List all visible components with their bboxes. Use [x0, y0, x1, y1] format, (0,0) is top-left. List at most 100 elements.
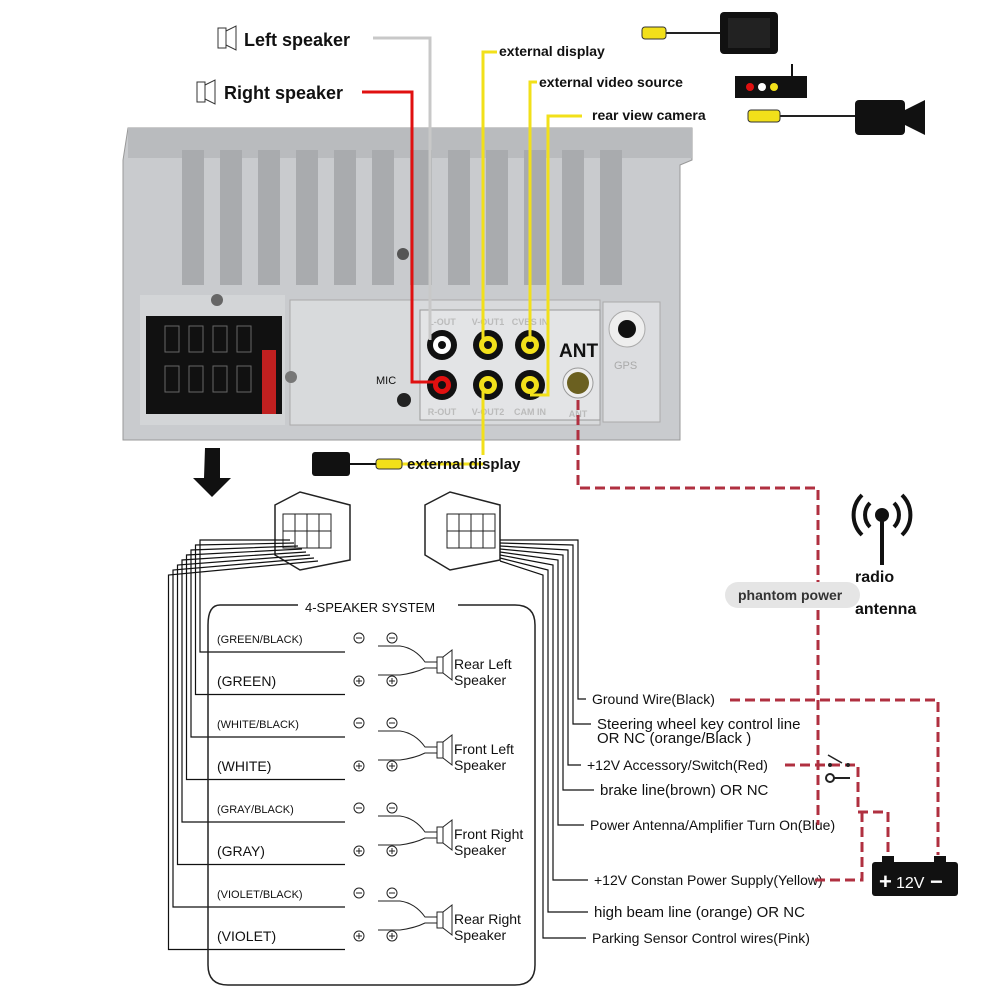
right-speaker-icon: [196, 79, 216, 105]
speaker-name: Speaker: [454, 757, 506, 773]
speaker-wire: [199, 539, 345, 653]
iso-pin: [236, 365, 252, 393]
power-wire-label: OR NC (orange/Black ): [597, 730, 751, 747]
power-wire: [499, 557, 588, 913]
left-speaker-label: Left speaker: [244, 30, 350, 50]
down-arrow-icon: [193, 448, 231, 497]
power-harness-wires: [499, 539, 594, 939]
fin: [296, 150, 318, 285]
battery-plus: +: [879, 869, 892, 894]
speaker-wire: [167, 560, 345, 951]
power-wire: [499, 548, 594, 791]
iso-pin: [164, 365, 180, 393]
external-display-wire: [481, 50, 497, 342]
speaker-icon: [436, 826, 444, 844]
port-label: R-OUT: [428, 407, 457, 417]
fin: [486, 150, 508, 285]
power-wire: [499, 560, 586, 939]
wire-label-positive: (WHITE): [217, 758, 271, 774]
video-source-icon: [735, 64, 807, 98]
power-wire: [499, 545, 581, 766]
battery-icon: + 12V −: [872, 856, 958, 896]
power-wire: [500, 539, 586, 700]
dashed-connections: [576, 400, 940, 882]
display-device-icon: [641, 12, 778, 54]
speaker-wire: [176, 554, 345, 866]
iso-pin: [164, 325, 180, 353]
mic-label: MIC: [376, 375, 396, 387]
speaker-system-title: 4-SPEAKER SYSTEM: [305, 600, 435, 615]
power-wire-label: +12V Constan Power Supply(Yellow): [594, 872, 823, 888]
wire-label-negative: (GREEN/BLACK): [217, 634, 303, 646]
speaker-name: Rear Right: [454, 911, 521, 927]
power-wire: [499, 554, 588, 881]
speaker-name: Speaker: [454, 927, 506, 943]
ignition-key-icon: [825, 754, 850, 783]
speaker-icon: [436, 911, 444, 929]
fin: [448, 150, 470, 285]
port-label: CAM IN: [514, 407, 546, 417]
power-wire: [499, 542, 591, 725]
external-display-label: external display: [499, 43, 605, 59]
speaker-name: Front Right: [454, 826, 523, 842]
external-display-label-2: external display: [407, 456, 521, 473]
power-wire-label: high beam line (orange) OR NC: [594, 904, 805, 921]
phantom-power-label: phantom power: [738, 587, 843, 603]
port-label: V-OUT1: [472, 317, 505, 327]
fin: [334, 150, 356, 285]
speaker-icon: [436, 656, 444, 674]
speaker-wire: [190, 545, 345, 738]
radio-antenna-icon: [851, 493, 913, 565]
gps-port[interactable]: [618, 320, 636, 338]
antenna-port[interactable]: [567, 372, 589, 394]
port-label: L-OUT: [428, 317, 456, 327]
ant-label: ANT: [559, 341, 598, 362]
speaker-wire: [181, 551, 345, 823]
power-wire-label: Power Antenna/Amplifier Turn On(Blue): [590, 817, 835, 833]
speaker-wire: [185, 548, 345, 781]
phantom-power-badge: [725, 582, 860, 608]
iso-pin: [212, 365, 228, 393]
fin: [524, 150, 546, 285]
speaker-name: Speaker: [454, 672, 506, 688]
speaker-name: Front Left: [454, 741, 514, 757]
external-video-wire: [528, 80, 537, 342]
iso-pin: [188, 325, 204, 353]
power-wire-label: brake line(brown) OR NC: [600, 782, 769, 799]
battery-label: 12V: [896, 875, 925, 892]
speaker-name: Speaker: [454, 842, 506, 858]
iso-pin: [188, 365, 204, 393]
wire-label-negative: (WHITE/BLACK): [217, 719, 299, 731]
fin: [562, 150, 584, 285]
power-wire-label: +12V Accessory/Switch(Red): [587, 757, 768, 773]
left-speaker-icon: [217, 25, 237, 51]
power-wire-label: Steering wheel key control line: [597, 716, 800, 733]
port-label: ANT: [569, 409, 588, 419]
power-wire: [499, 551, 584, 826]
gps-label: GPS: [614, 360, 637, 372]
speaker-icon: [436, 741, 444, 759]
antenna-label-1: radio: [855, 569, 894, 586]
iso-pin: [212, 325, 228, 353]
antenna-label-2: antenna: [855, 601, 916, 618]
mic-jack[interactable]: [397, 393, 411, 407]
speaker-harness-wires: [167, 539, 345, 951]
rear-view-camera-label: rear view camera: [592, 107, 706, 123]
speaker-system-box: [207, 604, 536, 986]
rear-camera-wire: [530, 114, 582, 397]
wire-label-positive: (GREEN): [217, 673, 276, 689]
battery-minus: −: [930, 869, 943, 894]
wire-label-positive: (GRAY): [217, 843, 265, 859]
power-wire-label: Ground Wire(Black): [592, 691, 715, 707]
left-speaker-wire: [373, 36, 432, 340]
iso-pin: [236, 325, 252, 353]
power-harness-connector: [424, 491, 501, 571]
speaker-wire: [194, 542, 345, 696]
fin: [600, 150, 622, 285]
wire-label-negative: (VIOLET/BLACK): [217, 889, 303, 901]
wire-label-negative: (GRAY/BLACK): [217, 804, 294, 816]
fin: [372, 150, 394, 285]
speaker-name: Rear Left: [454, 656, 512, 672]
